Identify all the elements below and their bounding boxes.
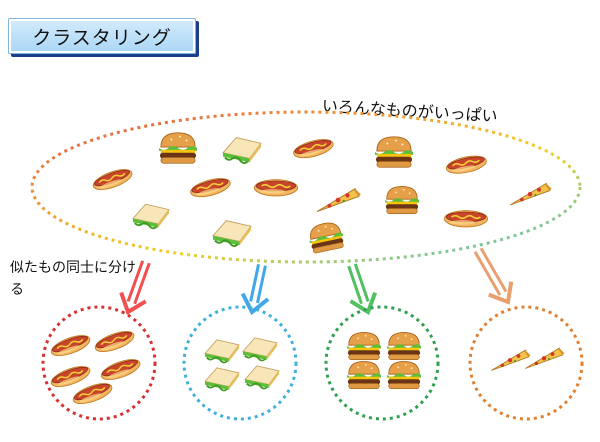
clusters: [41, 305, 584, 421]
cluster-sandwiches: [182, 305, 298, 421]
sandwich-icon: [212, 220, 252, 247]
hotdog-icon: [50, 335, 91, 357]
hotdog-icon: [445, 155, 487, 174]
sandwich-icon: [132, 203, 170, 230]
burger-icon: [347, 331, 381, 360]
sandwich-icon: [244, 365, 280, 390]
mixed-items: [92, 132, 552, 254]
cluster-burgers: [324, 305, 440, 421]
hotdog-icon: [50, 366, 91, 388]
pizza-icon: [525, 347, 565, 369]
pizza-icon: [316, 188, 361, 212]
burger-icon: [387, 331, 421, 360]
cluster-pizzas: [468, 305, 584, 421]
burger-icon: [375, 136, 413, 168]
caption-split-similar: 似たもの同士に分ける: [10, 260, 136, 298]
title-text: クラスタリング: [32, 26, 172, 49]
split-arrow: [347, 263, 378, 316]
cluster-hotdogs: [41, 305, 157, 421]
hotdog-icon: [94, 331, 135, 353]
sandwich-icon: [222, 137, 262, 164]
burger-icon: [159, 132, 197, 164]
hotdog-icon: [100, 359, 141, 381]
sandwich-icon: [204, 367, 240, 392]
burger-icon: [385, 185, 419, 214]
sandwich-icon: [204, 339, 240, 364]
burger-icon: [347, 360, 381, 389]
burger-icon: [309, 222, 344, 254]
hotdog-icon: [72, 383, 113, 405]
hotdog-icon: [190, 178, 231, 198]
burger-icon: [387, 360, 421, 389]
hotdog-icon: [92, 169, 133, 191]
split-arrow: [240, 263, 270, 316]
hotdog-icon: [293, 139, 334, 159]
split-arrows: [119, 247, 514, 316]
split-arrow: [119, 260, 151, 315]
title-box: クラスタリング: [8, 18, 196, 54]
sandwich-icon: [242, 337, 278, 362]
mixed-items-ellipse: [30, 110, 582, 264]
hotdog-icon: [253, 179, 299, 197]
split-arrow: [473, 247, 514, 305]
pizza-icon: [491, 349, 531, 371]
pizza-icon: [509, 182, 552, 206]
hotdog-icon: [443, 210, 489, 228]
